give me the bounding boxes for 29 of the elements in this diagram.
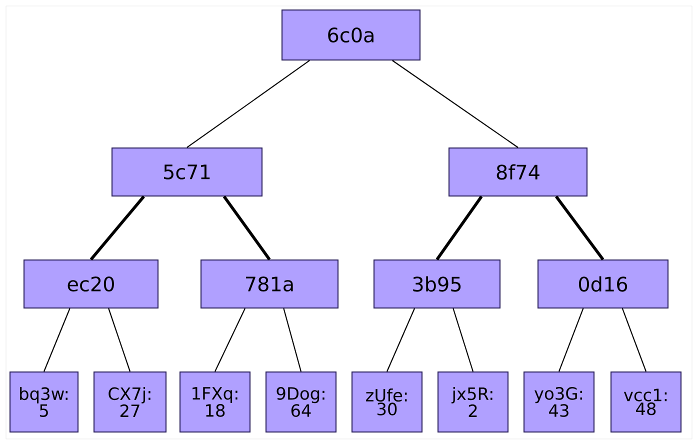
tree-edge <box>214 308 246 372</box>
tree-edge <box>386 308 415 372</box>
tree-edge <box>283 308 302 372</box>
tree-edge <box>436 196 483 260</box>
tree-edge <box>186 60 310 148</box>
tree-edge <box>392 60 518 148</box>
tree-node-box: 3b95 <box>374 259 500 308</box>
tree-node-box: 8f74 <box>448 147 588 196</box>
tree-node-box: 6c0a <box>282 10 420 60</box>
tree-edge <box>555 196 604 260</box>
leaf-box: CX7j: 27 <box>94 371 166 432</box>
tree-edge <box>44 308 70 372</box>
tree-node-box: 0d16 <box>538 259 668 308</box>
tree-edge <box>452 308 474 372</box>
leaf-box: jx5R: 2 <box>438 371 508 432</box>
tree-node-box: 5c71 <box>112 147 262 196</box>
tree-node-box: ec20 <box>24 259 158 308</box>
leaf-box: bq3w: 5 <box>10 371 78 432</box>
tree-node-box: 781a <box>200 259 338 308</box>
tree-edge <box>622 308 647 372</box>
tree-edge <box>90 196 145 260</box>
leaf-box: 1FXq: 18 <box>180 371 250 432</box>
leaf-box: 9Dog: 64 <box>266 371 336 432</box>
leaf-box: zUfe: 30 <box>352 371 422 432</box>
tree-edge <box>108 308 131 372</box>
tree-edge <box>222 196 271 260</box>
tree-edge <box>558 308 584 372</box>
leaf-box: yo3G: 43 <box>524 371 594 432</box>
leaf-box: vcc1: 48 <box>610 371 682 432</box>
